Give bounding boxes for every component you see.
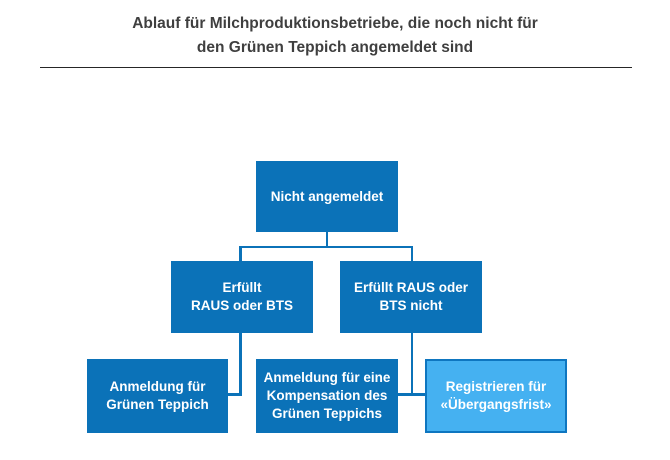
title-divider [40, 67, 632, 68]
connector-left-elbow [228, 393, 242, 396]
node-anmeldung-gruener-teppich: Anmeldung für Grünen Teppich [87, 359, 228, 433]
connector-left-branch-down [239, 333, 242, 396]
connector-root-down [325, 232, 329, 248]
page-title: Ablauf für Milchproduktionsbetriebe, die… [132, 15, 538, 56]
node-registrieren-uebergangsfrist: Registrieren für «Übergangsfrist» [425, 359, 567, 433]
node-erfuellt-raus-oder-bts: Erfüllt RAUS oder BTS [171, 261, 313, 333]
node-anmeldung-kompensation: Anmeldung für eine Kompensation des Grün… [256, 359, 398, 433]
connector-split-right-down [410, 247, 413, 261]
node-erfuellt-raus-oder-bts-nicht: Erfüllt RAUS oder BTS nicht [340, 261, 482, 333]
connector-right-branch-down [410, 333, 413, 396]
connector-split-horizontal [239, 245, 413, 248]
connector-right-tee [398, 393, 425, 396]
connector-split-left-down [239, 247, 242, 261]
node-nicht-angemeldet: Nicht angemeldet [256, 161, 398, 232]
